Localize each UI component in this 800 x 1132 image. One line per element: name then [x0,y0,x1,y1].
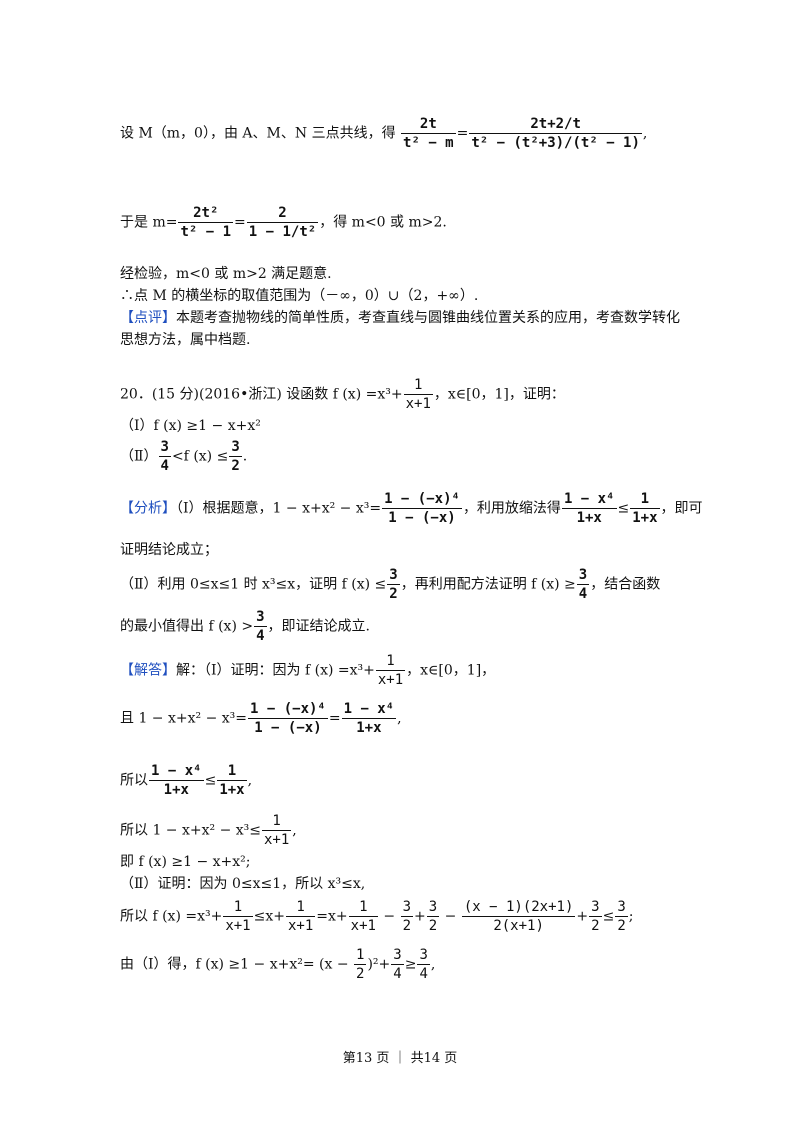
text: ，利用放缩法得 [462,500,561,517]
solution-tag: 【解答】 [120,662,176,679]
text: 所以 [120,772,148,789]
solution-line-6: （Ⅱ）证明：因为 0≤x≤1，所以 x³≤x, [120,876,366,892]
text: 设 M（m，0），由 A、M、N 三点共线，得 [120,125,396,142]
range-line: ∴点 M 的横坐标的取值范围为（－∞，0）∪（2，+∞）. [120,288,479,304]
question-part-1: （Ⅰ）f (x) ≥1 − x+x² [120,418,261,434]
text: （Ⅰ）根据题意，1 − x+x² − x³= [176,500,382,517]
text: 所以 f (x) =x³+ [120,908,223,925]
text: 所以 1 − x+x² − x³≤ [120,822,261,839]
text: ≤ [617,500,630,517]
equals: = [234,214,246,231]
text: 且 1 − x+x² − x³= [120,710,247,727]
text: 解：（Ⅰ）证明：因为 f (x) =x³+ [176,662,375,679]
text: ，再利用配方法证明 f (x) ≥ [400,576,576,593]
equals: = [456,125,469,142]
text: 于是 m= [120,214,178,231]
text: ，x∈[0，1]，证明： [433,386,565,403]
text: <f (x) ≤ [171,448,229,465]
text: ，x∈[0，1]， [406,662,496,679]
text: 由（Ⅰ）得，f (x) ≥1 − x+x²= (x − [120,956,354,973]
fraction: (x − 1)(2x+1)2(x+1) [461,899,576,934]
analysis-line-2: 证明结论成立； [120,542,218,558]
equals: = [328,710,341,727]
text: 20．(15 分)(2016•浙江) 设函数 f (x) =x³+ [120,386,403,403]
solution-line-5: 即 f (x) ≥1 − x+x²; [120,854,251,870]
comment-line-2: 思想方法，属中档题. [120,332,251,348]
text: （Ⅱ） [120,448,158,465]
comment-tag: 【点评】 [120,310,176,326]
text: （Ⅱ）利用 0≤x≤1 时 x³≤x，证明 f (x) ≤ [120,576,387,593]
analysis-tag: 【分析】 [120,500,176,517]
text: , [397,710,402,727]
text: . [242,448,248,465]
page-footer: 第13 页 ｜ 共14 页 [342,1051,458,1066]
text: ，即证结论成立. [267,618,370,635]
text: , [292,822,297,839]
text: ，结合函数 [590,576,661,593]
text: , [642,125,648,142]
text: ，即可 [660,500,703,517]
text: ≤ [204,772,217,789]
text: ，得 m<0 或 m>2. [319,214,447,231]
comment-line: 【点评】本题考查抛物线的简单性质，考查直线与圆锥曲线位置关系的应用，考查数学转化 [120,308,680,328]
text: 的最小值得出 f (x) > [120,618,254,635]
text: , [247,772,253,789]
check-line: 经检验，m<0 或 m>2 满足题意. [120,266,332,282]
text: 本题考查抛物线的简单性质，考查直线与圆锥曲线位置关系的应用，考查数学转化 [176,310,680,326]
